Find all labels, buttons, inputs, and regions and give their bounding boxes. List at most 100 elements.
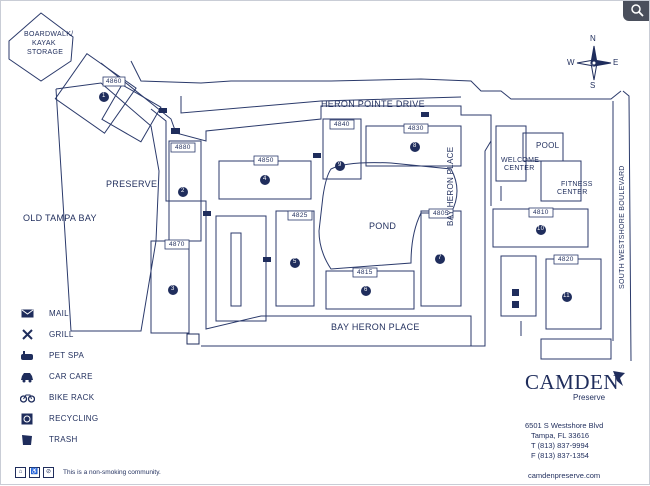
magnify-icon [631, 4, 644, 17]
map-mail-icon-2 [203, 211, 211, 216]
address-block: 6501 S Westshore Blvd Tampa, FL 33616 T … [525, 421, 603, 461]
building-number-6: 6 [364, 287, 368, 293]
accessibility-icon: ♿ [29, 467, 40, 478]
legend-item-trash: TRASH [19, 429, 98, 450]
map-car-care-icon [171, 128, 180, 134]
building-address-4820: 4820 [558, 256, 574, 263]
map-bike-icon [186, 333, 200, 345]
building-number-4: 4 [263, 176, 267, 182]
recycling-icon [19, 412, 35, 426]
building-address-4870: 4870 [169, 241, 185, 248]
kayak-label-2: KAYAK [32, 40, 56, 47]
building-address-4860: 4860 [106, 78, 122, 85]
compass-rose [576, 45, 612, 81]
compass-w: W [567, 58, 575, 67]
building-address-4805: 4805 [433, 210, 449, 217]
brand-block: CAMDEN Preserve [525, 371, 645, 402]
legend-item-pet-spa: PET SPA [19, 345, 98, 366]
trash-icon [19, 433, 35, 447]
brand-name: CAMDEN [525, 370, 620, 394]
kayak-storage [8, 12, 74, 82]
phone-number: T (813) 837-9994 [531, 441, 589, 450]
road-outline-inner [180, 96, 462, 114]
building-number-1: 1 [102, 93, 106, 99]
building-number-8: 8 [413, 143, 417, 149]
zoom-button[interactable] [623, 1, 649, 21]
south-westshore-label: SOUTH WESTSHORE BOULEVARD [619, 165, 626, 289]
old-tampa-bay-label: OLD TAMPA BAY [23, 213, 97, 223]
building-address-4825: 4825 [292, 212, 308, 219]
fitness-center-label-2: CENTER [557, 189, 588, 196]
fax-number: F (813) 837-1354 [531, 451, 589, 460]
building-number-7: 7 [438, 255, 442, 261]
building-1 [54, 52, 137, 134]
building-address-4850: 4850 [258, 157, 274, 164]
legend-item-mail: MAIL [19, 303, 98, 324]
building-number-2: 2 [181, 188, 185, 194]
legend-item-recycling: RECYCLING [19, 408, 98, 429]
building-badge-1 [99, 92, 109, 102]
building-badge-2 [178, 187, 188, 197]
car-care-icon [19, 370, 35, 384]
preserve-boundary [55, 82, 160, 332]
map-mail-icon-5 [263, 257, 271, 262]
fitness-center [540, 160, 582, 202]
building-badge-7 [435, 254, 445, 264]
non-smoking-text: This is a non-smoking community. [63, 469, 161, 476]
legend-item-bike-rack: BIKE RACK [19, 387, 98, 408]
amenity-lot [500, 255, 537, 317]
map-legend: MAIL GRILL PET SPA CAR CARE BIKE RACK RE… [19, 303, 98, 450]
pet-spa-icon [19, 349, 35, 363]
map-trash-icon [512, 289, 519, 296]
pond-label: POND [369, 221, 397, 231]
bottom-lot [540, 338, 612, 360]
mail-icon [19, 307, 35, 321]
fitness-center-label-1: FITNESS [561, 181, 593, 188]
camden-bird-logo [613, 371, 625, 386]
building-badge-8 [410, 142, 420, 152]
building-address-4810: 4810 [533, 209, 549, 216]
kayak-label-1: BOARDWALK/ [24, 31, 74, 38]
compass-n: N [590, 34, 597, 43]
website-link[interactable]: camdenpreserve.com [528, 471, 601, 480]
building-badge-5 [290, 258, 300, 268]
legend-item-grill: GRILL [19, 324, 98, 345]
building-address-4815: 4815 [357, 269, 373, 276]
building-address-4830: 4830 [408, 125, 424, 132]
dog-run [230, 232, 242, 307]
equal-housing-icon: ⌂ [15, 467, 26, 478]
compass-s: S [590, 81, 596, 90]
building-badge-4 [260, 175, 270, 185]
footer-note: ⌂ ♿ ⊘ This is a non-smoking community. [15, 467, 161, 478]
no-smoking-icon: ⊘ [43, 467, 54, 478]
map-mail-icon-3 [421, 112, 429, 117]
road-outline-top [130, 60, 622, 100]
map-mail-icon-1 [159, 108, 167, 113]
building-number-10: 10 [537, 226, 545, 232]
grill-icon [19, 328, 35, 342]
dog-park [215, 215, 267, 322]
building-badge-10 [536, 225, 546, 235]
welcome-center [495, 125, 527, 182]
compass-e: E [613, 58, 619, 67]
building-badge-11 [562, 292, 572, 302]
building-badge-3 [168, 285, 178, 295]
bay-heron-place-label: BAY HERON PLACE [331, 322, 420, 332]
building-number-5: 5 [293, 259, 297, 265]
kayak-label-3: STORAGE [27, 49, 64, 56]
pool-label: POOL [536, 141, 560, 150]
pond-shape [318, 162, 458, 270]
building-badge-9 [335, 161, 345, 171]
building-address-4840: 4840 [334, 121, 350, 128]
preserve-label: PRESERVE [106, 179, 158, 189]
welcome-center-label-1: WELCOME [501, 157, 540, 164]
bike-rack-icon [19, 391, 35, 405]
building-number-11: 11 [563, 293, 570, 299]
map-mail-icon-4 [313, 153, 321, 158]
road-outline [100, 62, 492, 347]
legend-item-car-care: CAR CARE [19, 366, 98, 387]
city-state-zip: Tampa, FL 33616 [531, 431, 590, 440]
building-11 [545, 258, 602, 330]
